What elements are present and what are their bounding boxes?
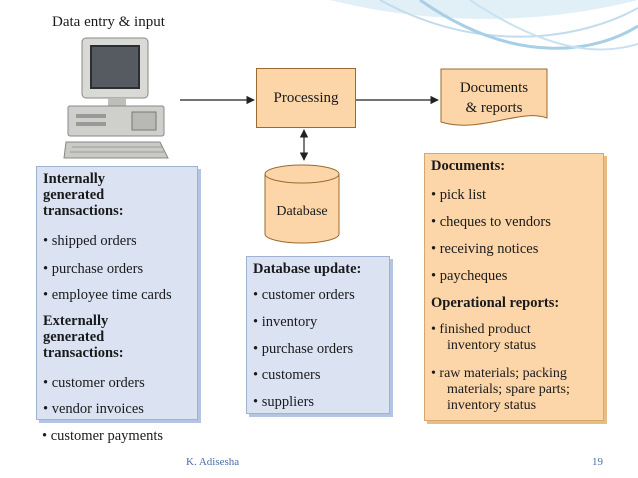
list-item: • customer orders xyxy=(43,375,145,391)
list-item-line: • raw materials; packing xyxy=(431,366,567,381)
list-item: • purchase orders xyxy=(43,261,144,277)
documents-reports-panel: Documents: • pick list • cheques to vend… xyxy=(424,153,604,421)
external-heading: Externally generated transactions: xyxy=(43,313,124,361)
processing-label: Processing xyxy=(273,89,339,106)
list-item-line: materials; spare parts; xyxy=(447,382,570,397)
external-heading-line: Externally xyxy=(43,313,109,329)
documents-reports-label: Documents & reports xyxy=(440,78,548,118)
computer-icon xyxy=(63,37,169,159)
list-item: • customer payments xyxy=(42,428,164,444)
internal-heading-line: generated xyxy=(43,187,105,203)
list-item: • paycheques xyxy=(431,268,508,284)
list-item-line: • finished product xyxy=(431,322,531,337)
list-item: • receiving notices xyxy=(431,241,539,257)
list-item: • customer orders xyxy=(253,287,355,303)
decorative-swoosh xyxy=(330,0,638,51)
external-heading-line: transactions: xyxy=(43,345,124,361)
list-item: • cheques to vendors xyxy=(431,214,551,230)
footer-author: K. Adisesha xyxy=(186,456,240,468)
database-cylinder xyxy=(264,164,340,244)
processing-box: Processing xyxy=(256,68,356,128)
external-heading-line: generated xyxy=(43,329,105,345)
internal-heading-line: Internally xyxy=(43,171,106,187)
database-update-panel: Database update: • customer orders • inv… xyxy=(246,256,390,414)
operational-reports-heading: Operational reports: xyxy=(431,295,560,311)
list-item: • shipped orders xyxy=(43,233,137,249)
list-item-line: inventory status xyxy=(447,338,537,353)
documents-label-line-2: & reports xyxy=(465,100,523,116)
page-title: Data entry & input xyxy=(52,14,165,30)
documents-label-line-1: Documents xyxy=(459,80,529,96)
list-item: • raw materials; packing materials; spar… xyxy=(431,366,570,414)
list-item: • vendor invoices xyxy=(43,401,144,417)
list-item: • inventory xyxy=(253,314,318,330)
internal-heading-line: transactions: xyxy=(43,203,124,219)
transactions-panel: Internally generated transactions: • shi… xyxy=(36,166,198,420)
document-shape xyxy=(440,68,548,126)
list-item: • suppliers xyxy=(253,394,315,410)
database-update-heading: Database update: xyxy=(253,261,362,277)
page-number: 19 xyxy=(592,456,603,468)
internal-heading: Internally generated transactions: xyxy=(43,171,124,219)
documents-heading: Documents: xyxy=(431,158,506,174)
list-item-line: inventory status xyxy=(447,398,537,413)
list-item: • pick list xyxy=(431,187,487,203)
list-item: • customers xyxy=(253,367,321,383)
list-item: • purchase orders xyxy=(253,341,354,357)
list-item: • employee time cards xyxy=(43,287,172,303)
database-label: Database xyxy=(276,204,328,219)
list-item: • finished product inventory status xyxy=(431,322,536,354)
